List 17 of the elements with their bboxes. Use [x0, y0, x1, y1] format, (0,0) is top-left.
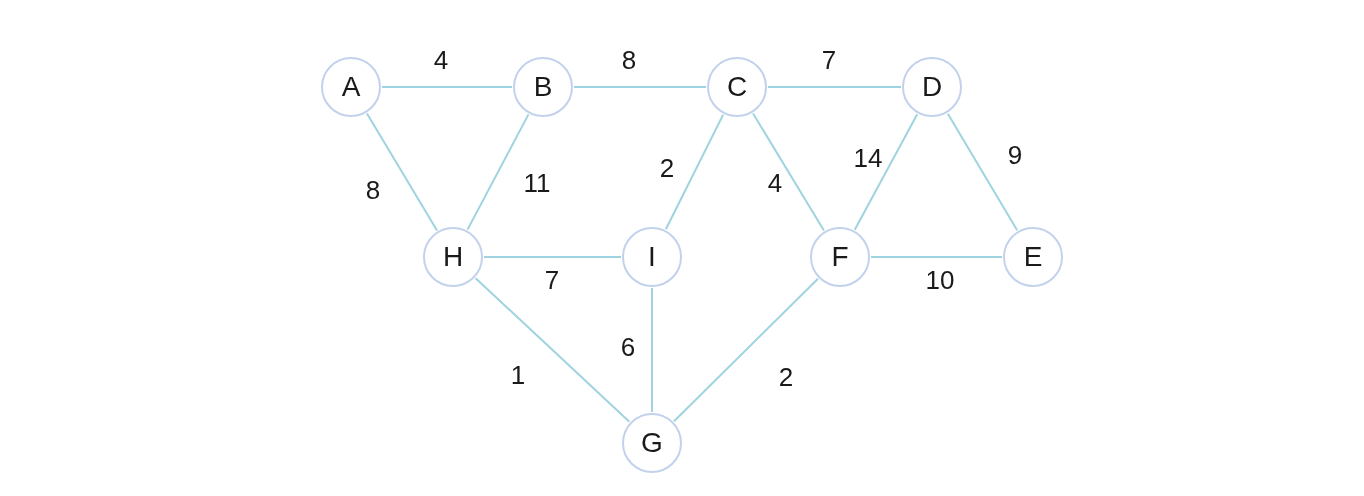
edge-line	[651, 287, 653, 413]
edge-line	[474, 277, 631, 423]
node-label: E	[1023, 243, 1043, 271]
node-label: I	[648, 243, 656, 271]
node-label: C	[726, 73, 748, 101]
node-label: G	[641, 429, 663, 457]
edge-line	[381, 86, 513, 88]
node-label: B	[533, 73, 553, 101]
edge-line	[483, 256, 622, 258]
node-label: A	[341, 73, 361, 101]
node-label: H	[442, 243, 464, 271]
node-label: D	[921, 73, 943, 101]
edge-line	[870, 256, 1003, 258]
edge-line	[573, 86, 707, 88]
edge-line	[767, 86, 902, 88]
node-label: F	[831, 243, 849, 271]
edge-line	[673, 277, 819, 423]
